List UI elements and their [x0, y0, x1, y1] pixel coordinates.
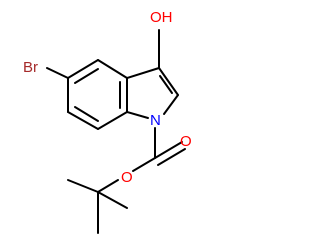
bond-c7-c7a — [97, 111, 128, 130]
bond-carbonyl-ester-o — [132, 157, 156, 172]
bond-c3-c2 — [158, 67, 179, 96]
bond-c2-n1 — [163, 94, 179, 115]
bond-tbu-methyl-left — [67, 179, 99, 193]
carbonyl-oxygen-label: O — [180, 133, 192, 150]
bromine-label: Br — [23, 59, 38, 76]
bond-tbu-methyl-right — [97, 191, 128, 209]
structure-canvas: Br OH N O O — [0, 0, 250, 250]
bond-n1-c7a — [126, 111, 149, 119]
bond-c3-c2-inner — [159, 75, 173, 94]
hydroxyl-label: OH — [150, 9, 173, 26]
bond-c4-c5 — [67, 59, 99, 79]
bond-c6-c7 — [67, 111, 99, 130]
nitrogen-label: N — [150, 112, 161, 129]
bond-c4-c5-inner — [74, 68, 99, 84]
molecule-structure: Br OH N O O — [0, 0, 250, 250]
background — [0, 0, 250, 250]
bond-c6-c7-inner — [74, 106, 99, 122]
bond-carbonyl-o-double-2 — [157, 148, 186, 166]
bond-c3a-c3 — [126, 67, 160, 79]
bond-carbonyl-o-double-1 — [154, 141, 183, 159]
ester-oxygen-label: O — [121, 169, 133, 186]
bond-ester-o-tbu — [97, 179, 119, 193]
bond-c3a-c4 — [97, 59, 128, 79]
bond-c5-br — [46, 67, 69, 79]
